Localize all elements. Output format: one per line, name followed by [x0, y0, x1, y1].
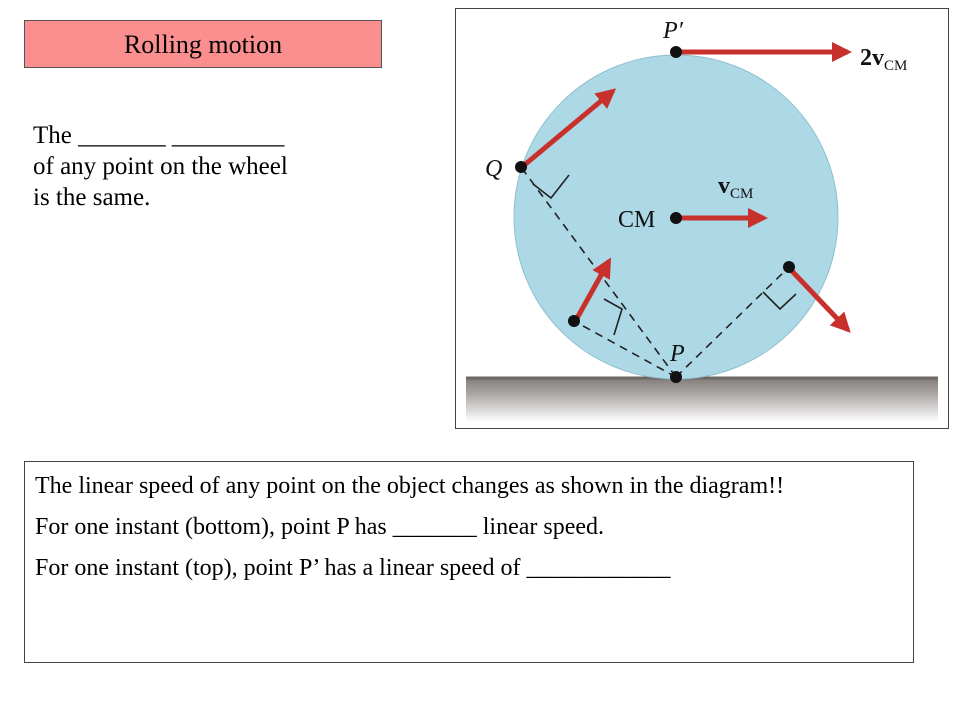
label-p: P — [669, 341, 685, 367]
right-angle-q — [532, 174, 570, 200]
label-q: Q — [485, 156, 502, 182]
label-2vcm-v: v — [872, 45, 884, 71]
notes-box: The linear speed of any point on the obj… — [24, 461, 914, 663]
velocity-arrow-lower-left — [573, 257, 612, 322]
velocity-arrow-q — [520, 88, 617, 169]
notes-paragraph-1: The linear speed of any point on the obj… — [35, 473, 785, 499]
label-2vcm-sub: CM — [884, 58, 907, 74]
right-angle-lower-left — [603, 298, 623, 336]
rolling-wheel-figure: P′ 2vCM Q vCM CM P — [455, 8, 949, 429]
point-right — [783, 261, 795, 273]
slide-title-text: Rolling motion — [123, 30, 283, 59]
notes-paragraph-3: For one instant (top), point P’ has a li… — [35, 555, 671, 581]
dashed-line-right — [675, 266, 790, 378]
point-lower-left — [568, 315, 580, 327]
point-cm — [670, 212, 682, 224]
label-vcm-sub: CM — [730, 186, 753, 202]
intro-line-2: of any point on the wheel — [33, 153, 288, 180]
ground — [466, 377, 938, 422]
point-p — [670, 371, 682, 383]
right-angle-right — [762, 291, 797, 311]
label-cm: CM — [618, 207, 655, 233]
dashed-line-lower-left — [573, 320, 677, 378]
intro-paragraph: The _______ _________ of any point on th… — [33, 120, 383, 213]
slide-title: Rolling motion — [24, 20, 382, 68]
label-vcm-v: v — [718, 173, 730, 199]
label-p-prime: P′ — [662, 18, 684, 44]
intro-line-3: is the same. — [33, 184, 151, 211]
point-p-prime — [670, 46, 682, 58]
notes-paragraph-2: For one instant (bottom), point P has __… — [35, 514, 605, 540]
rolling-wheel-diagram: P′ 2vCM Q vCM CM P — [466, 18, 938, 422]
intro-line-1: The _______ _________ — [33, 122, 285, 149]
label-vcm: vCM — [718, 173, 753, 202]
point-q — [515, 161, 527, 173]
label-2vcm-prefix: 2 — [860, 45, 872, 71]
velocity-arrow-right — [788, 267, 851, 333]
label-2vcm: 2vCM — [860, 45, 907, 74]
